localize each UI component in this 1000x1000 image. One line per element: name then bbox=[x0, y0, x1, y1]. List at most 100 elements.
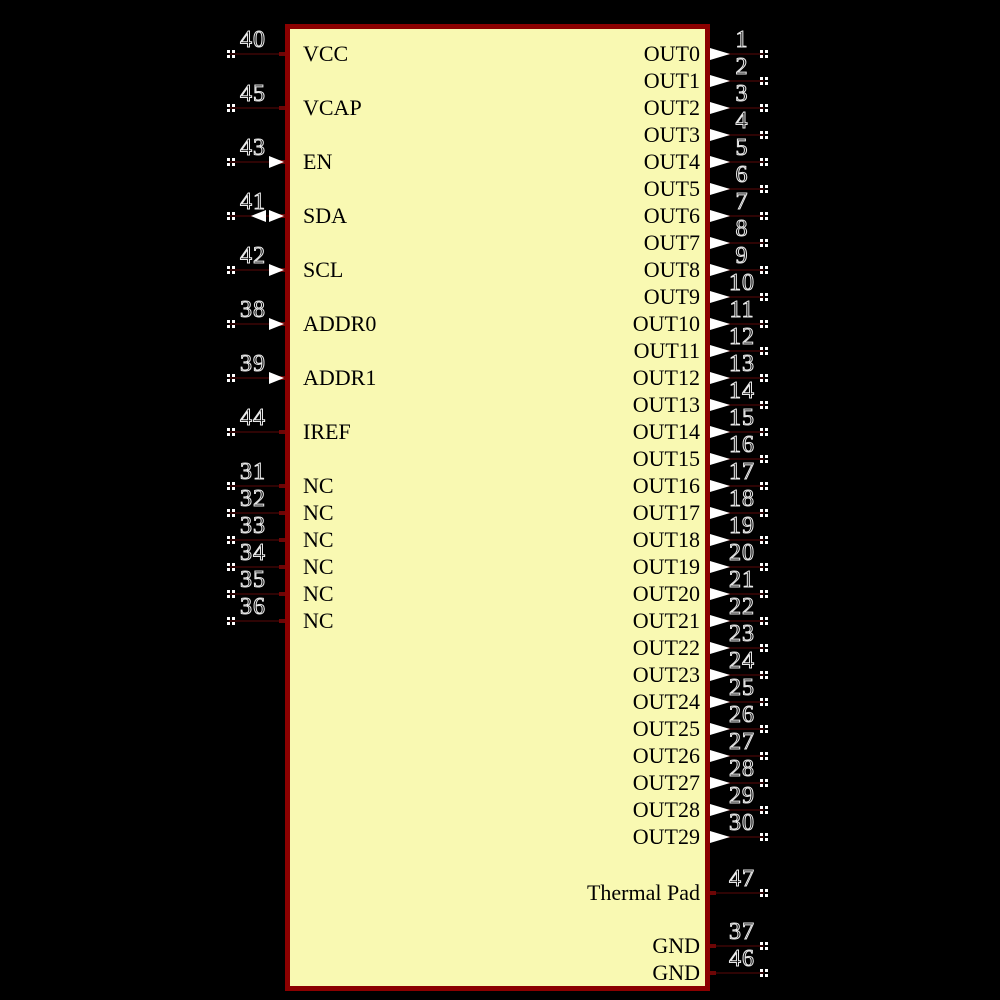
pin-label: VCC bbox=[303, 41, 349, 66]
pin-label: GND bbox=[652, 960, 700, 985]
pin-number: 15 bbox=[729, 405, 755, 431]
pin-label: NC bbox=[303, 581, 334, 606]
pin-number: 3 bbox=[735, 81, 749, 107]
pin-label: OUT9 bbox=[643, 284, 700, 309]
pin-number: 12 bbox=[729, 324, 755, 350]
pin-end-marker-icon bbox=[227, 374, 230, 377]
pin-stub bbox=[710, 971, 716, 975]
pin-end-marker-icon bbox=[760, 212, 763, 215]
pin-wire bbox=[710, 892, 764, 894]
pin-wire bbox=[229, 107, 285, 109]
pin-end-marker-icon bbox=[227, 509, 230, 512]
pin-end-marker-icon bbox=[227, 590, 230, 593]
pin-end-marker-icon bbox=[227, 266, 230, 269]
pin-end-marker-icon bbox=[760, 347, 763, 350]
input-arrow-icon bbox=[269, 318, 284, 330]
pin-wire bbox=[710, 566, 764, 568]
output-arrow-icon bbox=[710, 480, 730, 492]
pin-end-marker-icon bbox=[760, 185, 763, 188]
pin-number: 35 bbox=[240, 567, 266, 593]
pin-wire bbox=[229, 269, 285, 271]
pin-label: VCAP bbox=[303, 95, 362, 120]
pin-end-marker-icon bbox=[760, 509, 763, 512]
pin-wire bbox=[229, 161, 285, 163]
pin-number: 39 bbox=[240, 351, 266, 377]
pin-end-marker-icon bbox=[227, 158, 230, 161]
pin-wire bbox=[229, 323, 285, 325]
pin-end-marker-icon bbox=[760, 50, 763, 53]
pin-number: 36 bbox=[240, 594, 266, 620]
pin-number: 31 bbox=[240, 459, 266, 485]
pin-stub bbox=[710, 944, 716, 948]
pin-number: 20 bbox=[729, 540, 755, 566]
output-arrow-icon bbox=[710, 210, 730, 222]
pin-end-marker-icon bbox=[760, 671, 763, 674]
pin-wire bbox=[229, 593, 285, 595]
pin-label: OUT28 bbox=[632, 797, 700, 822]
pin-number: 43 bbox=[240, 135, 266, 161]
pin-number: 2 bbox=[735, 54, 749, 80]
pin-label: OUT7 bbox=[643, 230, 700, 255]
pin-number: 13 bbox=[729, 351, 755, 377]
pin-number: 40 bbox=[240, 27, 266, 53]
pin-wire bbox=[229, 485, 285, 487]
output-arrow-icon bbox=[710, 561, 730, 573]
pin-end-marker-icon bbox=[760, 293, 763, 296]
pin-wire bbox=[710, 269, 764, 271]
output-arrow-icon bbox=[710, 48, 730, 60]
pin-wire bbox=[710, 647, 764, 649]
pin-label: OUT6 bbox=[643, 203, 700, 228]
pin-end-marker-icon bbox=[760, 617, 763, 620]
pin-label: OUT15 bbox=[632, 446, 700, 471]
pin-stub bbox=[710, 891, 716, 895]
pin-end-marker-icon bbox=[760, 401, 763, 404]
pin-end-marker-icon bbox=[760, 239, 763, 242]
output-arrow-icon bbox=[710, 237, 730, 249]
pin-wire bbox=[710, 539, 764, 541]
output-arrow-icon bbox=[710, 318, 730, 330]
pin-wire bbox=[229, 53, 285, 55]
pin-label: OUT25 bbox=[632, 716, 700, 741]
pin-end-marker-icon bbox=[760, 969, 763, 972]
pin-end-marker-icon bbox=[760, 158, 763, 161]
pin-end-marker-icon bbox=[760, 455, 763, 458]
pin-end-marker-icon bbox=[227, 212, 230, 215]
pin-wire bbox=[229, 620, 285, 622]
pin-wire bbox=[229, 512, 285, 514]
pin-wire bbox=[710, 836, 764, 838]
pin-label: OUT26 bbox=[632, 743, 700, 768]
pin-wire bbox=[710, 755, 764, 757]
pin-end-marker-icon bbox=[760, 889, 763, 892]
pin-stub bbox=[279, 565, 285, 569]
pin-label: OUT16 bbox=[632, 473, 700, 498]
output-arrow-icon bbox=[710, 264, 730, 276]
pin-label: IREF bbox=[303, 419, 351, 444]
pin-number: 11 bbox=[729, 297, 755, 323]
pin-label: GND bbox=[652, 933, 700, 958]
pin-end-marker-icon bbox=[760, 104, 763, 107]
pin-wire bbox=[710, 674, 764, 676]
pin-wire bbox=[710, 134, 764, 136]
pin-label: OUT19 bbox=[632, 554, 700, 579]
pin-wire bbox=[710, 296, 764, 298]
pin-label: OUT29 bbox=[632, 824, 700, 849]
pin-label: OUT20 bbox=[632, 581, 700, 606]
pin-stub bbox=[279, 430, 285, 434]
pin-number: 6 bbox=[735, 162, 749, 188]
output-arrow-icon bbox=[710, 777, 730, 789]
pin-label: NC bbox=[303, 608, 334, 633]
pin-number: 24 bbox=[729, 648, 755, 674]
pin-end-marker-icon bbox=[760, 563, 763, 566]
pin-number: 5 bbox=[735, 135, 749, 161]
pin-label: OUT11 bbox=[633, 338, 700, 363]
output-arrow-icon bbox=[710, 426, 730, 438]
pin-label: OUT8 bbox=[643, 257, 700, 282]
pin-number: 33 bbox=[240, 513, 266, 539]
pin-label: OUT4 bbox=[643, 149, 700, 174]
output-arrow-icon bbox=[710, 156, 730, 168]
pin-number: 8 bbox=[735, 216, 749, 242]
pin-label: OUT27 bbox=[632, 770, 700, 795]
pin-wire bbox=[710, 620, 764, 622]
pin-wire bbox=[710, 53, 764, 55]
pin-wire bbox=[229, 539, 285, 541]
